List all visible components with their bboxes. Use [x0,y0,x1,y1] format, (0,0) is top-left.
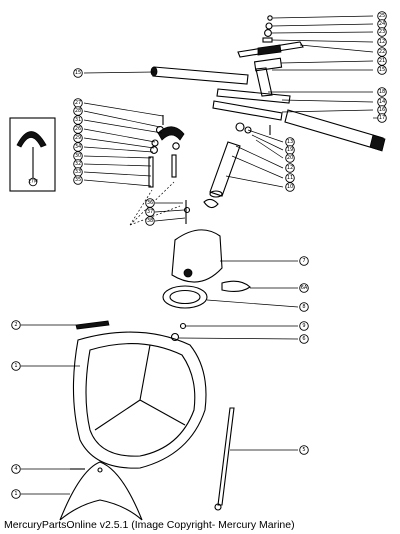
horn-housing [75,229,251,342]
svg-text:13: 13 [287,139,293,145]
svg-text:8: 8 [302,304,305,310]
svg-text:35: 35 [75,177,81,183]
svg-text:21: 21 [379,58,385,64]
svg-text:36: 36 [147,200,153,206]
svg-text:37: 37 [147,209,153,215]
callout-36: 36 [145,198,155,208]
svg-text:24: 24 [379,21,385,27]
callout-1-lower: 1 [11,489,21,499]
callout-6: 6 [299,334,309,344]
svg-text:25: 25 [379,13,385,19]
callout-32: 32 [73,159,83,169]
svg-text:12: 12 [379,39,385,45]
svg-text:17: 17 [379,115,385,121]
svg-text:31: 31 [75,117,81,123]
callout-29: 29 [73,133,83,143]
callout-33: 33 [73,167,83,177]
bottom-cap [59,461,143,521]
svg-text:28: 28 [75,108,81,114]
svg-text:12: 12 [287,165,293,171]
inset-detail-box: 27M [9,117,56,192]
svg-text:15: 15 [75,70,81,76]
callout-22: 22 [377,47,387,57]
svg-text:16: 16 [379,107,385,113]
svg-text:9: 9 [302,323,305,329]
callout-1-upper: 1 [11,361,21,371]
callout-31: 31 [73,115,83,125]
svg-text:5: 5 [302,447,305,453]
callout-34: 34 [73,142,83,152]
inset-label: 27M [28,179,38,185]
callout-21: 21 [377,56,387,66]
svg-text:22: 22 [379,49,385,55]
svg-text:1: 1 [14,491,17,497]
svg-text:1: 1 [14,363,17,369]
callout-13: 13 [285,137,295,147]
callout-30: 30 [73,151,83,161]
image-caption: MercuryPartsOnline v2.5.1 (Image Copyrig… [4,519,295,531]
svg-text:15: 15 [379,67,385,73]
svg-text:30: 30 [75,153,81,159]
svg-text:2: 2 [14,322,17,328]
callout-24: 24 [377,19,387,29]
callout-12: 12 [377,37,387,47]
callouts: 25 24 23 12 22 21 15 15 18 14 16 17 27 2… [11,11,387,499]
svg-text:38: 38 [147,218,153,224]
svg-text:18: 18 [379,89,385,95]
steering-column-parts [150,15,386,209]
callout-15-right: 15 [377,65,387,75]
callout-26: 26 [73,124,83,134]
callout-14: 14 [377,97,387,107]
svg-text:7: 7 [302,258,305,264]
callout-23: 23 [377,27,387,37]
svg-text:14: 14 [379,99,385,105]
callout-6a: 6A [299,283,309,293]
callout-2: 2 [11,320,21,330]
svg-text:20: 20 [287,155,293,161]
svg-text:19: 19 [287,147,293,153]
svg-text:23: 23 [379,29,385,35]
callout-16: 16 [377,105,387,115]
svg-text:32: 32 [75,161,81,167]
svg-text:33: 33 [75,169,81,175]
callout-10: 10 [285,182,295,192]
callout-15-left: 15 [73,68,83,78]
svg-text:6: 6 [302,336,305,342]
svg-text:4: 4 [14,466,17,472]
callout-7: 7 [299,256,309,266]
svg-text:34: 34 [75,144,81,150]
steering-wheel [72,331,235,511]
callout-25: 25 [377,11,387,21]
callout-17: 17 [377,113,387,123]
callout-20: 20 [285,153,295,163]
callout-28: 28 [73,106,83,116]
callout-27: 27 [73,98,83,108]
svg-text:27: 27 [75,100,81,106]
callout-38: 38 [145,216,155,226]
svg-text:10: 10 [287,184,293,190]
callout-18: 18 [377,87,387,97]
callout-37: 37 [145,207,155,217]
small-hardware-stack [148,115,191,224]
svg-text:6A: 6A [301,285,308,291]
callout-5: 5 [299,445,309,455]
callout-35: 35 [73,175,83,185]
callout-8: 8 [299,302,309,312]
callout-12-lower: 12 [285,163,295,173]
callout-19: 19 [285,145,295,155]
svg-text:26: 26 [75,126,81,132]
leader-lines [21,15,382,495]
callout-11: 11 [285,173,295,183]
callout-9: 9 [299,321,309,331]
callout-4: 4 [11,464,21,474]
svg-text:11: 11 [287,175,293,181]
svg-text:29: 29 [75,135,81,141]
